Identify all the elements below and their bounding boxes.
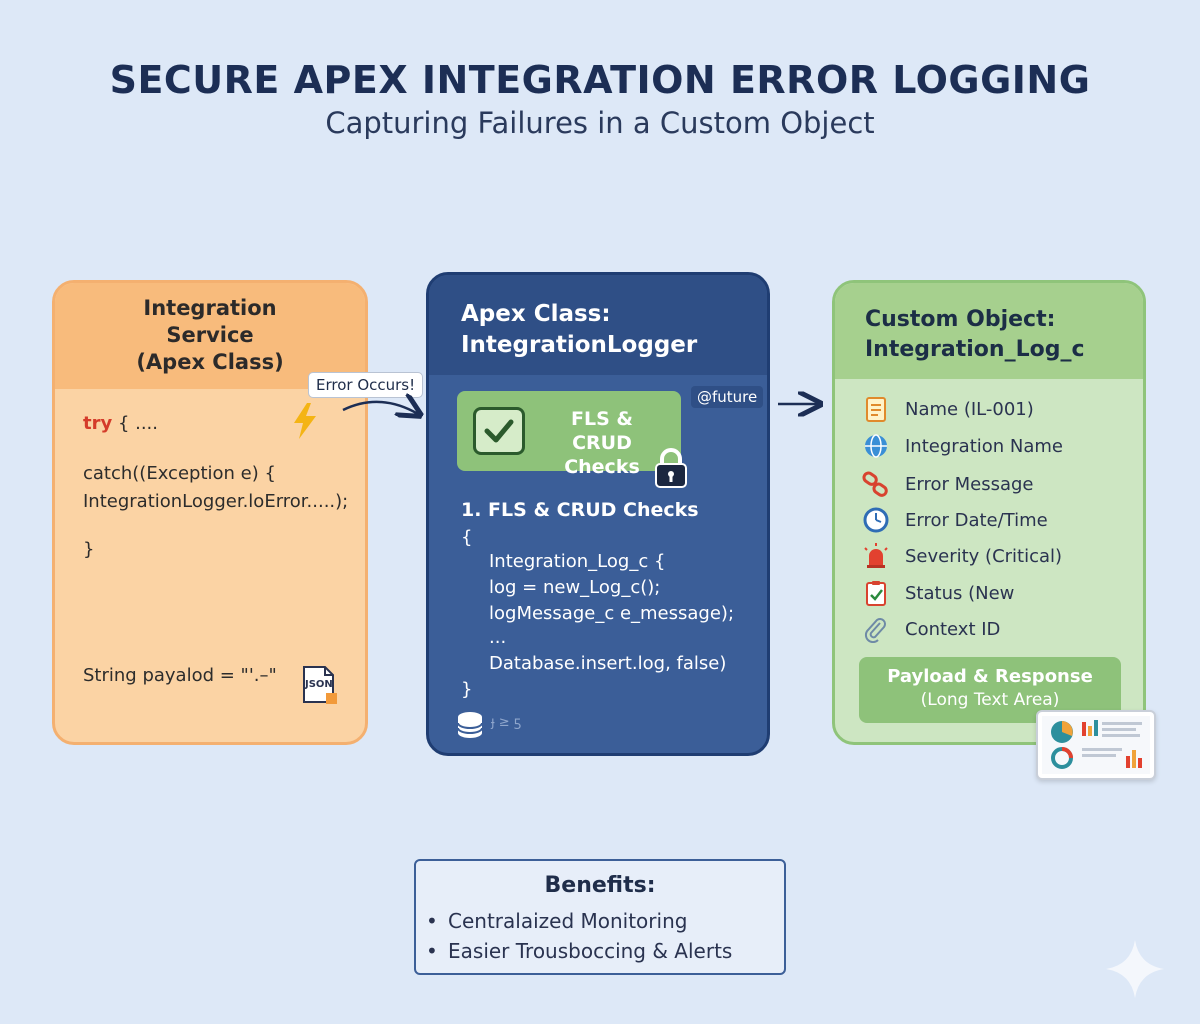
code-line: ... [489,627,507,648]
page-title: SECURE APEX INTEGRATION ERROR LOGGING [109,58,1091,102]
checkmark-icon [473,407,525,455]
paperclip-icon [864,618,886,643]
field-label: Status (New [905,582,1015,604]
close-brace: } [83,539,95,560]
field-status: Status (New [861,579,1014,607]
benefit-item: Easier Trousboccing & Alerts [426,939,732,963]
error-occurs-label: Error Occurs! [308,372,424,398]
integration-logger-title-line: IntegrationLogger [461,332,698,358]
code-line: Integration_Log_c { [489,551,666,572]
field-context-id: Context ID [861,615,1000,643]
field-label: Name (IL-001) [905,398,1034,420]
chain-link-icon [862,471,888,497]
lock-icon [655,448,687,488]
custom-object-title-line: Custom Object: [865,307,1056,332]
field-label: Context ID [905,618,1001,640]
integration-service-title-line: (Apex Class) [136,350,284,374]
fls-box-line: FLS & CRUD [571,408,633,454]
globe-icon [865,434,887,458]
json-file-icon: JSON [301,665,339,705]
field-error-datetime: Error Date/Time [861,506,1048,534]
code-line: { [461,527,473,548]
integration-service-title-line: Integration [143,296,277,320]
try-line: try { .... [83,413,158,434]
field-name: Name (IL-001) [861,395,1034,423]
field-error-message: Error Message [861,470,1034,498]
integration-service-title-line: Service [166,323,254,347]
field-severity: Severity (Critical) [861,542,1062,570]
benefits-heading: Benefits: [544,873,656,898]
code-line: 1. FLS & CRUD Checks [461,499,699,521]
benefits-box: Benefits: Centralaized Monitoring Easier… [414,859,786,975]
dashboard-thumbnail-icon [1036,710,1156,780]
clipboard-check-icon [866,581,886,606]
clock-icon [863,507,889,533]
database-icon [457,712,483,738]
field-label: Error Date/Time [905,509,1048,531]
field-label: Integration Name [905,435,1064,457]
database-note: ɟ ≥ ƽ [491,715,522,730]
fls-box-line: Checks [564,456,640,478]
payload-line: Payload & Response [887,666,1093,687]
catch-line: catch((Exception e) { [83,463,276,484]
field-label: Severity (Critical) [905,545,1063,567]
sparkle-icon [1106,940,1164,998]
integration-service-header: Integration Service (Apex Class) [55,283,365,389]
integration-logger-header: Apex Class: IntegrationLogger [429,275,767,375]
payload-response-box: Payload & Response (Long Text Area) [859,657,1121,723]
custom-object-header: Custom Object: Integration_Log_c [835,283,1143,379]
benefit-item: Centralaized Monitoring [426,909,687,933]
code-line: logMessage_c e_message); [489,603,735,624]
notepad-icon [866,397,886,422]
logger-call-line: IntegrationLogger.loError.....); [83,491,349,512]
code-line: log = new_Log_c(); [489,577,661,598]
field-integration-name: Integration Name [861,432,1063,460]
custom-object-card: Custom Object: Integration_Log_c Name (I… [832,280,1146,745]
integration-service-card: Integration Service (Apex Class) try { .… [52,280,368,745]
fls-crud-checks-box: FLS & CRUD Checks [457,391,681,478]
code-line: } [461,679,473,700]
integration-logger-title-line: Apex Class: [461,301,611,327]
integration-logger-card: Apex Class: IntegrationLogger FLS & CRUD… [426,272,770,756]
lightning-icon [294,403,316,439]
code-line: Database.insert.log, false) [489,653,727,674]
try-rest: { .... [112,413,159,434]
field-label: Error Message [905,473,1034,495]
payload-line: String payalod = "'.–" [83,665,277,686]
try-keyword: try [83,413,113,434]
json-icon-label: JSON [305,679,333,690]
payload-line: (Long Text Area) [920,690,1060,710]
custom-object-title-line: Integration_Log_c [865,337,1085,362]
fls-crud-checks-label: FLS & CRUD Checks [541,407,663,479]
alarm-icon [864,543,888,568]
page-subtitle: Capturing Failures in a Custom Object [325,106,875,140]
future-annotation-tag: @future [691,386,764,408]
